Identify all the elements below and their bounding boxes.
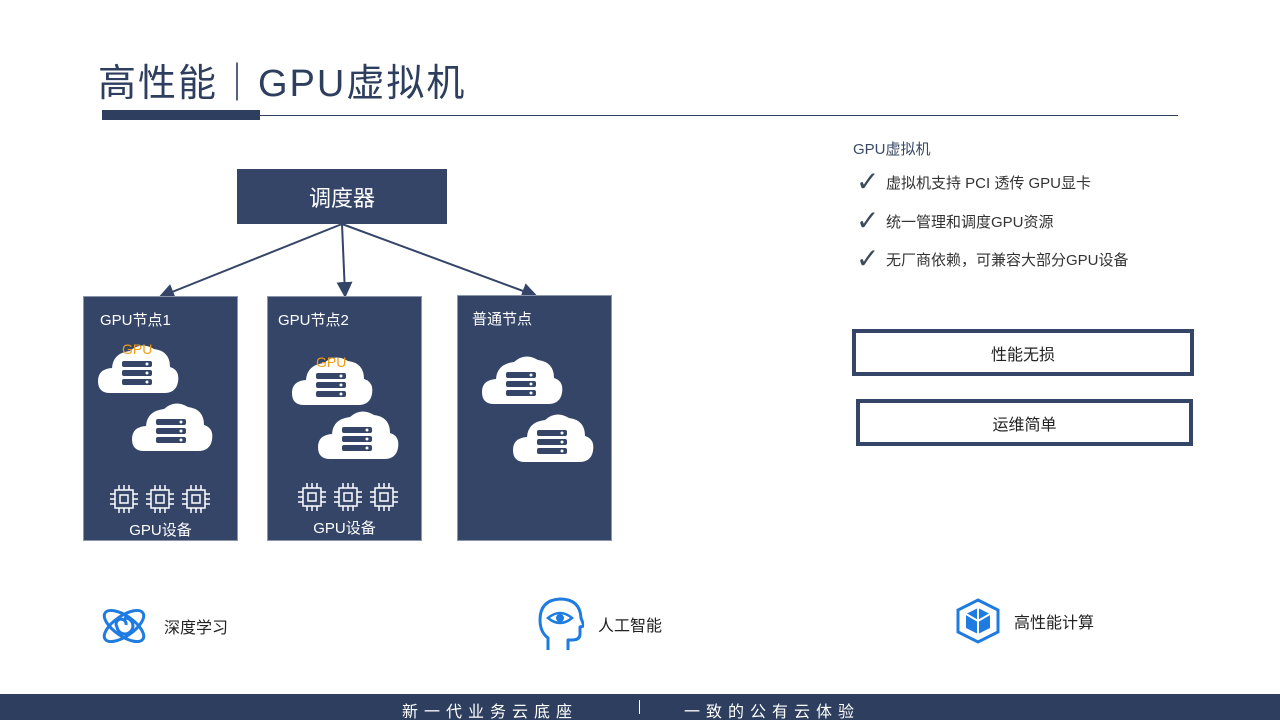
footer-separator: [639, 700, 640, 714]
check-item: ✓ 虚拟机支持 PCI 透传 GPU显卡: [856, 168, 1091, 196]
chip-icon: [370, 483, 398, 511]
gpu-tag: GPU: [316, 354, 347, 370]
cube-icon: [956, 598, 1000, 644]
right-panel-title: GPU虚拟机: [853, 141, 931, 158]
easy-ops-box: 运维简单: [856, 399, 1193, 446]
scheduler-box: 调度器: [237, 169, 447, 224]
feature-label: 人工智能: [598, 618, 663, 635]
gpu-node-2: GPU节点2 GPU GPU设备: [267, 296, 422, 541]
check-mark-icon: ✓: [856, 205, 880, 236]
check-item: ✓ 无厂商依赖，可兼容大部分GPU设备: [856, 245, 1129, 273]
gpu-node-1: GPU节点1 GPU GPU设备: [83, 296, 238, 541]
chip-icon: [146, 485, 174, 513]
page-title: 高性能｜GPU虚拟机: [98, 63, 467, 105]
gpu-chips: [108, 483, 212, 515]
cloud-server-icon: [513, 414, 594, 462]
footer-bar: 新一代业务云底座 一致的公有云体验: [0, 694, 1280, 721]
gpu-architecture-diagram: 调度器 GPU节点1 GPU GPU设备 GPU节点2: [0, 0, 640, 560]
gpu-tag: GPU: [122, 341, 153, 357]
chip-icon: [334, 483, 362, 511]
arrow-to-node3: [341, 223, 538, 299]
footer-slogan-right: 一致的公有云体验: [684, 704, 861, 721]
node-label: GPU节点2: [278, 312, 349, 329]
gpu-chips: [296, 481, 400, 513]
head-eye-icon: [538, 597, 584, 650]
feature-label: 深度学习: [164, 620, 229, 637]
normal-node: 普通节点: [457, 295, 612, 541]
device-label: GPU设备: [129, 522, 192, 539]
chip-icon: [110, 485, 138, 513]
arrow-to-node2: [336, 223, 353, 298]
connector-arrows: [158, 223, 538, 299]
cloud-server-icon: [318, 411, 399, 459]
feature-deep-learning: 深度学习: [98, 600, 228, 652]
title-underline: [102, 115, 1178, 116]
check-text: 统一管理和调度GPU资源: [886, 213, 1054, 231]
cloud-server-icon: [98, 345, 179, 393]
check-text: 无厂商依赖，可兼容大部分GPU设备: [886, 251, 1129, 269]
feature-ai: 人工智能: [538, 596, 662, 652]
node-label: GPU节点1: [100, 312, 171, 329]
check-item: ✓ 统一管理和调度GPU资源: [856, 207, 1054, 235]
check-mark-icon: ✓: [856, 243, 880, 274]
cloud-server-icon: [482, 356, 563, 404]
device-label: GPU设备: [313, 520, 376, 537]
footer-slogan-left: 新一代业务云底座: [402, 704, 579, 721]
title-accent-bar: [102, 110, 260, 120]
check-text: 虚拟机支持 PCI 透传 GPU显卡: [886, 174, 1092, 192]
feature-hpc: 高性能计算: [956, 598, 1094, 644]
cloud-server-icon: [132, 403, 213, 451]
performance-lossless-box: 性能无损: [852, 329, 1194, 376]
check-mark-icon: ✓: [856, 166, 880, 197]
arrow-to-node1: [158, 223, 343, 299]
cloud-server-icon: [292, 357, 373, 405]
feature-label: 高性能计算: [1014, 615, 1095, 632]
atom-icon: [102, 608, 146, 644]
node-label: 普通节点: [472, 311, 533, 328]
chip-icon: [298, 483, 326, 511]
chip-icon: [182, 485, 210, 513]
